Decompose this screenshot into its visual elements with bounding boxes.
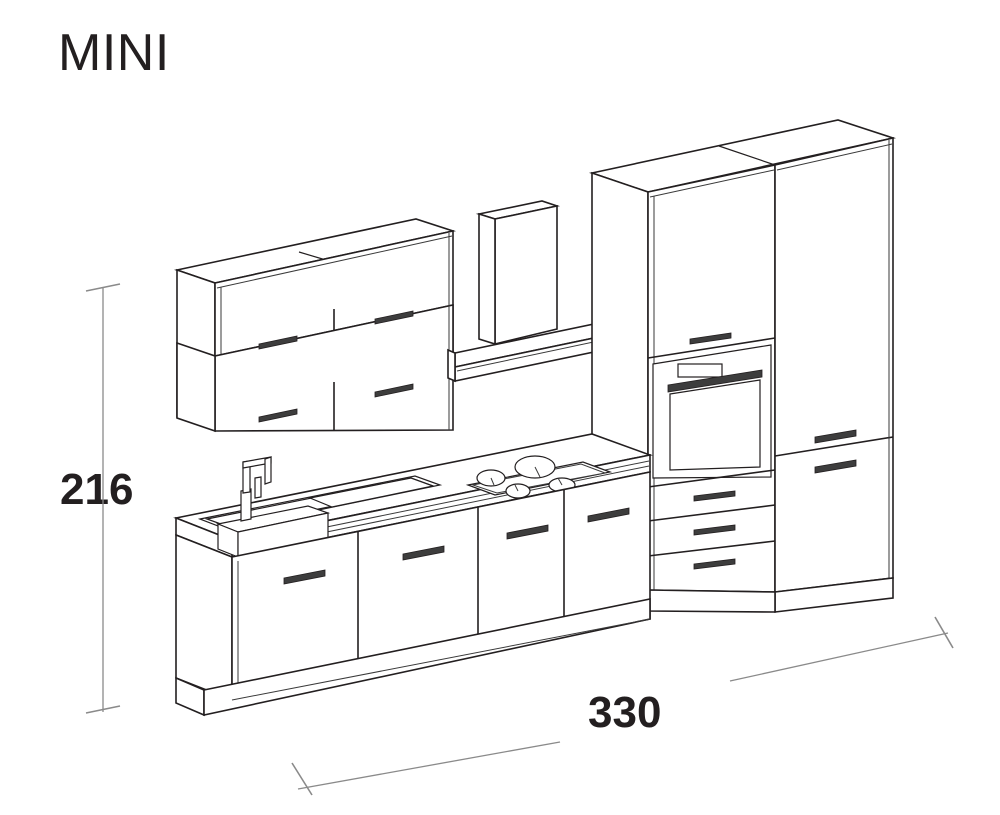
wall-cabinet-top-shadow <box>216 235 453 289</box>
oven-column-drawer-divider-3 <box>647 540 776 557</box>
dimension-width-label: 330 <box>588 688 662 737</box>
fridge-column-top-shadow <box>776 143 893 171</box>
faucet-lever[interactable] <box>254 476 262 499</box>
oven-column-drawer-handle-3[interactable] <box>693 558 736 570</box>
oven-control-panel[interactable] <box>677 363 723 378</box>
base-door-handle-1[interactable] <box>283 569 326 585</box>
base-cabinet-left-side-panel <box>175 533 233 702</box>
oven-column-drawer-divider-2 <box>647 504 776 522</box>
faucet-spout-outlet <box>264 456 272 485</box>
oven-column-drawer-divider-1 <box>647 469 776 488</box>
dimension-height-label: 216 <box>60 465 134 514</box>
dimension-line-width <box>291 616 954 796</box>
base-cabinet-run[interactable] <box>173 433 653 717</box>
extractor-hood[interactable] <box>475 200 561 346</box>
fridge-door-handle[interactable] <box>814 429 857 444</box>
oven-column-top-shadow <box>649 169 775 198</box>
wall-cabinet-handle-lower-left[interactable] <box>258 408 298 423</box>
oven-column-drawer-handle-1[interactable] <box>693 490 736 502</box>
wall-cabinet-handle-lower-right[interactable] <box>374 383 414 398</box>
page-title: MINI <box>58 24 170 82</box>
base-door-handle-3[interactable] <box>506 524 549 540</box>
oven-column-upper-door-handle[interactable] <box>689 332 732 345</box>
built-in-oven[interactable] <box>652 344 772 479</box>
fridge-column-mid-division <box>774 436 894 457</box>
cooktop-burner-large[interactable] <box>514 455 556 479</box>
wall-cabinet-handle-upper-right[interactable] <box>374 310 414 325</box>
wall-cabinet-left-side-panel-lower <box>176 341 216 433</box>
oven-column-drawer-handle-2[interactable] <box>693 524 736 536</box>
tall-unit-top-seam <box>718 145 776 166</box>
oven-column-upper-door-bottom-edge <box>647 337 776 359</box>
sink-faucet[interactable] <box>240 456 272 522</box>
hood-front-face <box>494 205 558 346</box>
wall-cabinet-handle-upper-left[interactable] <box>258 335 298 350</box>
base-door-handle-4[interactable] <box>587 507 630 523</box>
dimension-line-height <box>85 283 121 714</box>
cooktop-burner-medium-left[interactable] <box>476 469 506 487</box>
plinth-top-edge <box>231 618 651 701</box>
oven-door-handle[interactable] <box>667 369 763 393</box>
cooktop-burner-small[interactable] <box>505 483 531 499</box>
sink-assembly[interactable] <box>197 456 443 558</box>
wall-shelf-left-edge <box>447 348 456 383</box>
oven-glass-door <box>669 379 761 471</box>
wall-cabinet-block[interactable] <box>174 218 457 433</box>
hood-left-side-face <box>478 212 496 346</box>
faucet-base <box>240 488 252 522</box>
sink-drainer-area <box>307 477 436 508</box>
cooktop[interactable] <box>465 455 613 499</box>
freezer-door-handle[interactable] <box>814 459 857 474</box>
oven-column-plinth <box>647 589 776 613</box>
base-door-handle-2[interactable] <box>402 545 445 561</box>
fridge-column-front-face <box>774 136 894 593</box>
